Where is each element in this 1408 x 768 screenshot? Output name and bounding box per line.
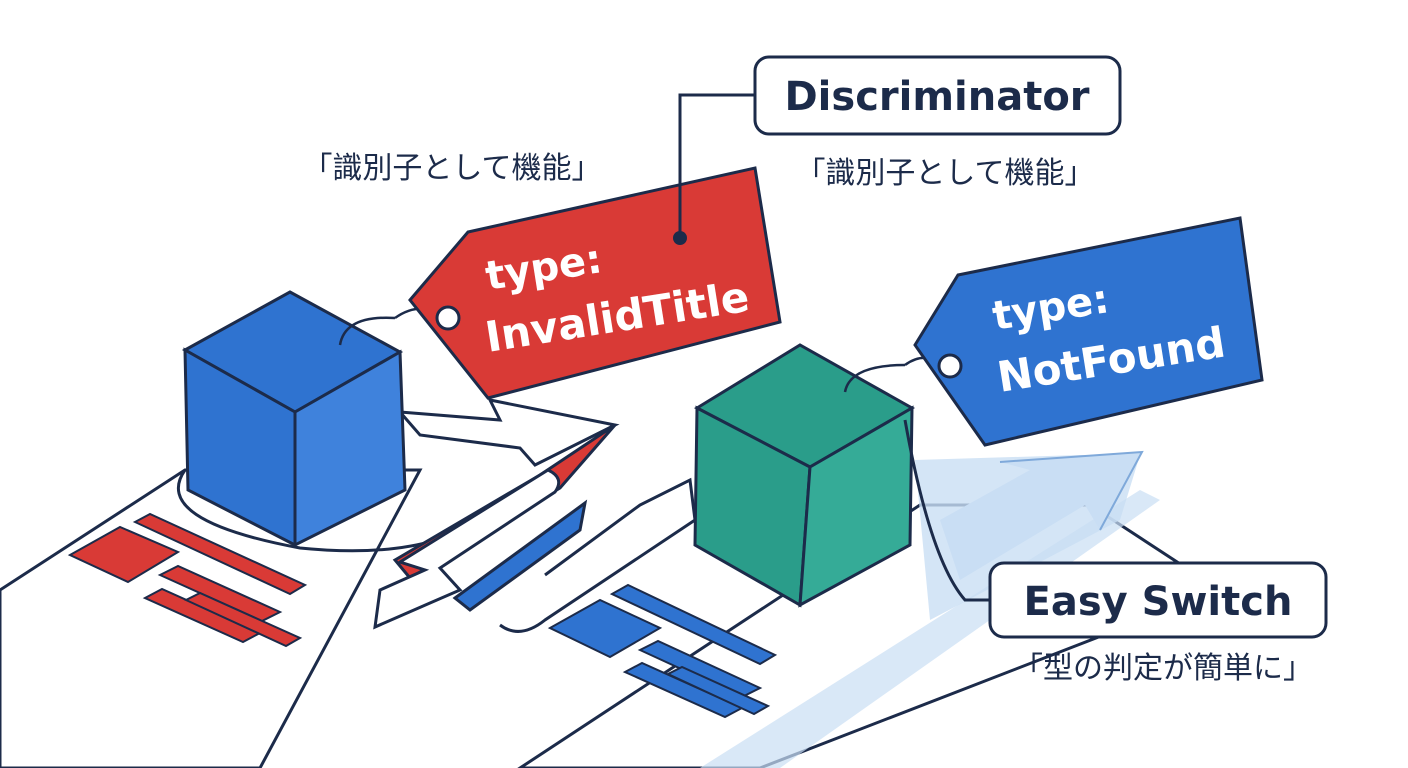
discriminator-leader-line xyxy=(678,93,755,238)
discriminator-box xyxy=(753,55,1122,136)
discriminator-leader-dot xyxy=(673,231,687,245)
red-tag-hole xyxy=(435,305,461,331)
blue-type-tag: type: NotFound xyxy=(904,216,1264,447)
discriminator-callout: Discriminator 「識別子として機能」 xyxy=(673,55,1122,245)
discriminator-label: Discriminator xyxy=(784,74,1089,120)
easy-switch-label: Easy Switch xyxy=(1024,579,1293,625)
teal-cube xyxy=(693,343,916,608)
switch-arrows xyxy=(373,397,697,633)
left-document-icon xyxy=(67,512,308,648)
blue-tag-hole xyxy=(937,353,963,379)
easy-switch-arrow xyxy=(940,450,1144,580)
red-type-tag: type: InvalidTitle xyxy=(394,166,782,400)
easy-switch-box xyxy=(988,561,1328,639)
left-caption: 「識別子として機能」 xyxy=(302,151,601,186)
right-document-icon xyxy=(547,583,778,719)
easy-switch-callout: Easy Switch 「型の判定が簡単に」 xyxy=(903,419,1328,686)
blue-cube xyxy=(181,290,407,548)
discriminator-caption: 「識別子として機能」 xyxy=(795,156,1094,191)
easy-switch-caption: 「型の判定が簡単に」 xyxy=(1013,651,1313,686)
easy-switch-leader-line xyxy=(903,419,990,602)
